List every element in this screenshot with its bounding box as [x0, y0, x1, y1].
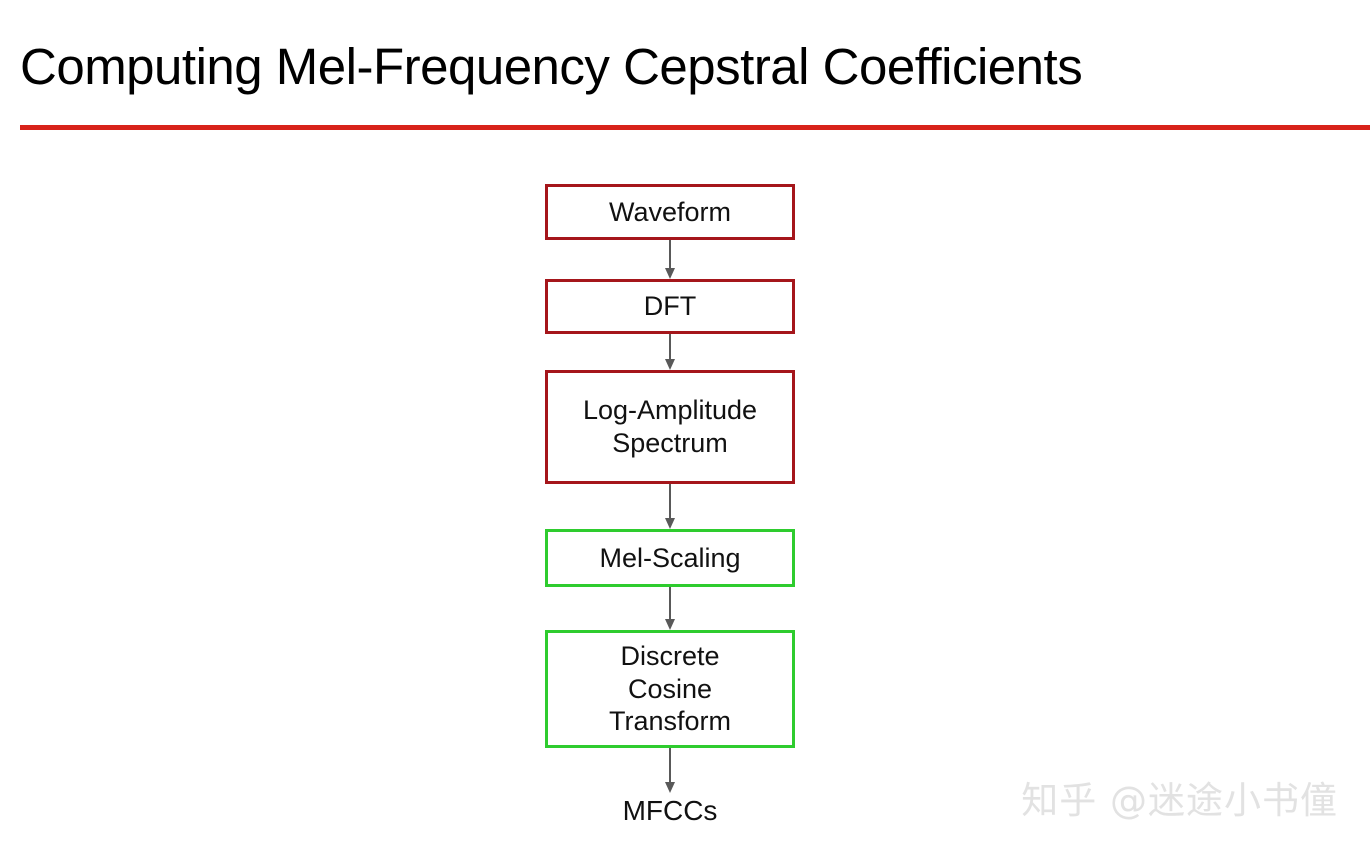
zhihu-watermark: 知乎 @迷途小书僮: [1021, 779, 1338, 822]
arrow-shaft: [669, 587, 671, 619]
flow-arrow-waveform-to-dft: [665, 240, 676, 279]
arrow-head-icon: [665, 782, 675, 793]
flow-node-waveform: Waveform: [545, 184, 795, 240]
arrow-head-icon: [665, 268, 675, 279]
title-underline-rule: [20, 125, 1370, 130]
arrow-shaft: [669, 334, 671, 359]
flow-node-mel-scaling: Mel-Scaling: [545, 529, 795, 587]
flow-node-log-amplitude-spectrum-label: Log-Amplitude Spectrum: [583, 394, 757, 460]
flow-node-label-line2: Cosine: [627, 673, 713, 704]
flow-node-waveform-label: Waveform: [608, 196, 731, 227]
flow-node-mel-scaling-label: Mel-Scaling: [599, 542, 741, 573]
flow-terminal-mfccs: MFCCs: [622, 795, 718, 826]
arrow-head-icon: [665, 518, 675, 529]
flow-arrow-mel-scaling-to-discrete-cosine-transform: [665, 587, 676, 630]
flow-arrow-dft-to-log-amplitude-spectrum: [665, 334, 676, 370]
arrow-shaft: [669, 240, 671, 268]
arrow-shaft: [669, 748, 671, 782]
flow-arrow-discrete-cosine-transform-to-mfccs: [665, 748, 676, 793]
flow-node-discrete-cosine-transform: Discrete Cosine Transform: [545, 630, 795, 748]
flow-arrow-log-amplitude-spectrum-to-mel-scaling: [665, 484, 676, 529]
flow-node-discrete-cosine-transform-label: Discrete Cosine Transform: [609, 640, 731, 739]
arrow-shaft: [669, 484, 671, 518]
flow-node-label-line1: Discrete: [620, 640, 720, 671]
page-title: Computing Mel-Frequency Cepstral Coeffic…: [20, 38, 1083, 95]
flow-node-label-line2: Spectrum: [612, 428, 728, 458]
flow-node-log-amplitude-spectrum: Log-Amplitude Spectrum: [545, 370, 795, 484]
arrow-head-icon: [665, 619, 675, 630]
arrow-head-icon: [665, 359, 675, 370]
flow-node-label-line1: Log-Amplitude: [582, 395, 758, 426]
flow-node-dft: DFT: [545, 279, 795, 334]
flow-node-dft-label: DFT: [643, 291, 697, 322]
flow-node-label-line3: Transform: [608, 706, 731, 737]
mfcc-flowchart: Waveform DFT Log-Amplitude Spectrum Mel-…: [0, 180, 1370, 840]
